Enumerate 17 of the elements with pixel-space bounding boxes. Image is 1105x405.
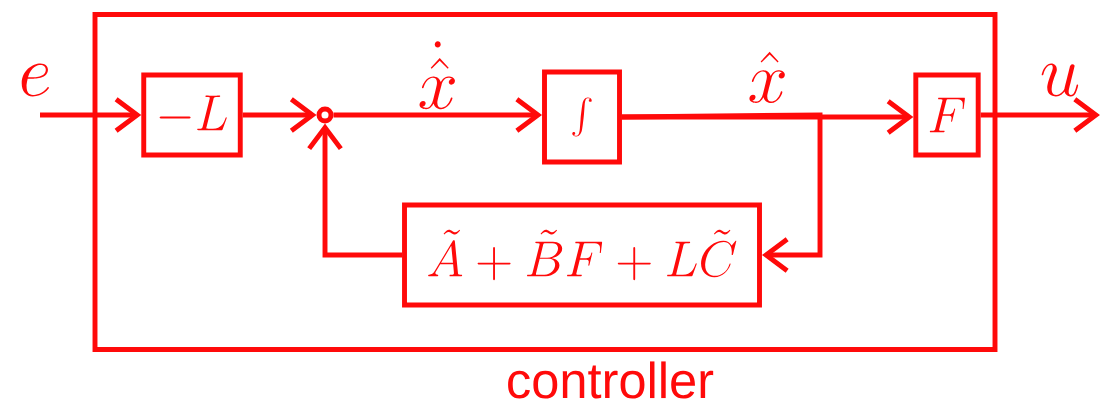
edge-label: $\dot{\hat{x}}$ (419, 41, 455, 110)
arrow (621, 112, 823, 273)
arrow (242, 97, 317, 133)
gain-block: $F$ (913, 72, 981, 158)
edge-label: $\hat{x}$ (749, 51, 785, 103)
arrow (40, 97, 142, 133)
gain-block: $-L$ (141, 72, 243, 158)
arrow (307, 123, 403, 258)
arrow (980, 97, 1100, 133)
arrow (333, 97, 543, 133)
integrator-block: $\int$ (542, 69, 622, 165)
caption-text: controller (508, 361, 714, 399)
edge-label: $u$ (1041, 63, 1079, 97)
edge-label: $e$ (21, 63, 49, 97)
feedback-block: $\tilde{A}+\tilde{B}F+L\tilde{C}$ (402, 202, 762, 308)
summing-junction (316, 106, 334, 124)
controller-box (92, 12, 998, 352)
